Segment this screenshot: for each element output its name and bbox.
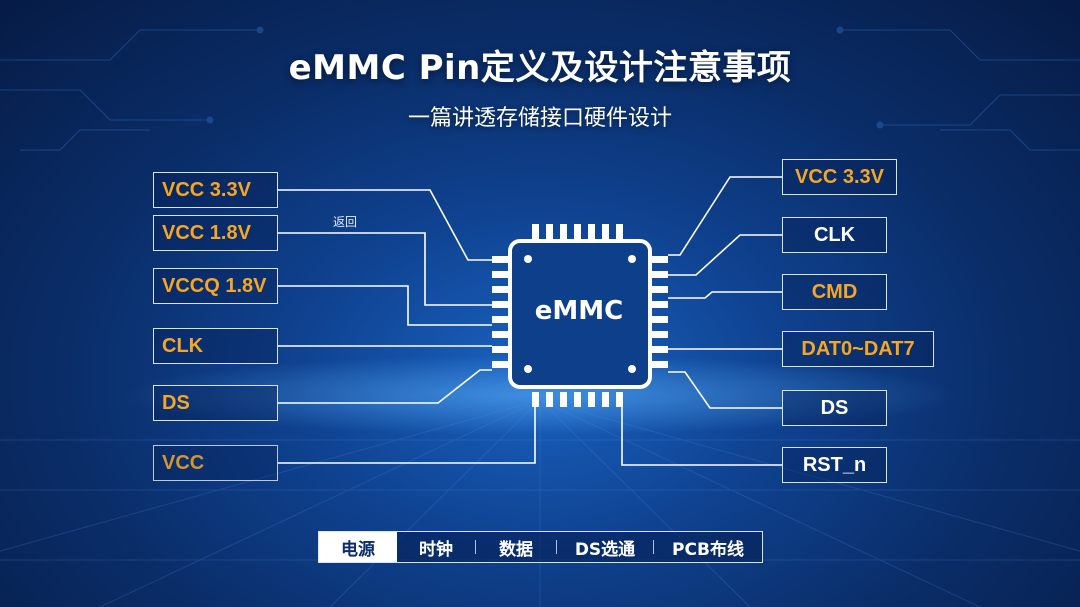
tab-divider [653, 540, 654, 554]
left-pin-vcc-3v3: VCC 3.3V [153, 172, 278, 208]
wire-right-ds [668, 371, 782, 409]
wire-right-rst [621, 405, 782, 466]
chip-label: eMMC [534, 296, 624, 326]
right-pin-dat: DAT0~DAT7 [782, 331, 934, 367]
left-pin-vccq-1v8: VCCQ 1.8V [153, 268, 278, 304]
wire-left-vcc-3v3 [278, 189, 492, 261]
wire-right-vcc-3v3 [668, 176, 782, 256]
wire-left-vcc [278, 405, 536, 464]
right-pin-clk: CLK [782, 217, 887, 253]
tab-clock[interactable]: 时钟 [419, 539, 453, 560]
page-title: eMMC Pin定义及设计注意事项 [288, 48, 792, 88]
tab-power[interactable]: 电源 [319, 532, 397, 562]
right-pin-cmd: CMD [782, 274, 887, 310]
emmc-chip [508, 239, 652, 389]
right-pin-ds: DS [782, 390, 887, 426]
tab-ds-strobe[interactable]: DS选通 [574, 539, 636, 560]
back-link[interactable]: 返回 [333, 215, 358, 229]
chip-pins [492, 224, 668, 407]
right-pin-vcc-3v3: VCC 3.3V [782, 159, 897, 195]
wire-left-vccq-1v8 [278, 285, 492, 326]
left-pin-ds: DS [153, 385, 278, 421]
wire-right-cmd [668, 291, 782, 299]
topic-tab-bar: 电源 时钟 数据 DS选通 PCB布线 [318, 531, 763, 563]
page-subtitle: 一篇讲透存储接口硬件设计 [407, 106, 672, 131]
left-pin-clk: CLK [153, 328, 278, 364]
tab-divider [556, 540, 557, 554]
wire-right-clk [668, 234, 782, 276]
tab-data[interactable]: 数据 [499, 539, 533, 560]
wire-left-vcc-1v8 [278, 232, 492, 306]
tab-pcb-routing[interactable]: PCB布线 [672, 539, 744, 560]
left-pin-vcc-1v8: VCC 1.8V [153, 215, 278, 251]
wire-left-ds [278, 369, 492, 404]
right-pin-rst-n: RST_n [782, 447, 887, 483]
tab-divider [475, 540, 476, 554]
left-pin-vcc: VCC [153, 445, 278, 481]
